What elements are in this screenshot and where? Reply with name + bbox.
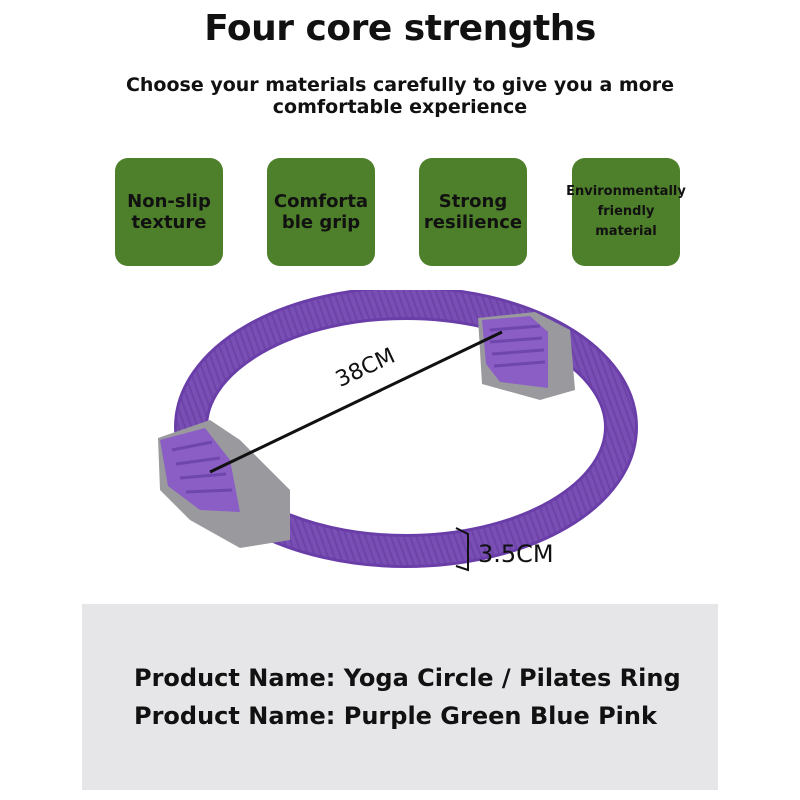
left-grip xyxy=(158,420,290,548)
feature-strong-resilience: Strong resilience xyxy=(419,158,527,266)
thickness-label: 3.5CM xyxy=(478,540,554,568)
page-title: Four core strengths xyxy=(204,8,596,49)
diameter-line xyxy=(209,330,503,474)
pilates-ring-image xyxy=(158,290,638,572)
product-colors-line: Product Name: Purple Green Blue Pink xyxy=(134,702,657,730)
right-grip xyxy=(478,312,575,400)
product-info-panel: Product Name: Yoga Circle / Pilates Ring… xyxy=(82,604,718,790)
product-name-line: Product Name: Yoga Circle / Pilates Ring xyxy=(134,664,681,692)
page-subtitle: Choose your materials carefully to give … xyxy=(125,74,675,118)
thickness-bracket xyxy=(455,527,469,572)
feature-label: Environmentally friendly material xyxy=(566,184,686,239)
feature-non-slip: Non-slip texture xyxy=(115,158,223,266)
feature-label: Non-slip texture xyxy=(127,191,211,233)
feature-eco-material: Environmentally friendly material xyxy=(566,158,686,266)
feature-label: Comforta ble grip xyxy=(273,191,369,233)
feature-label: Strong resilience xyxy=(423,191,523,233)
feature-comfortable-grip: Comforta ble grip xyxy=(267,158,375,266)
